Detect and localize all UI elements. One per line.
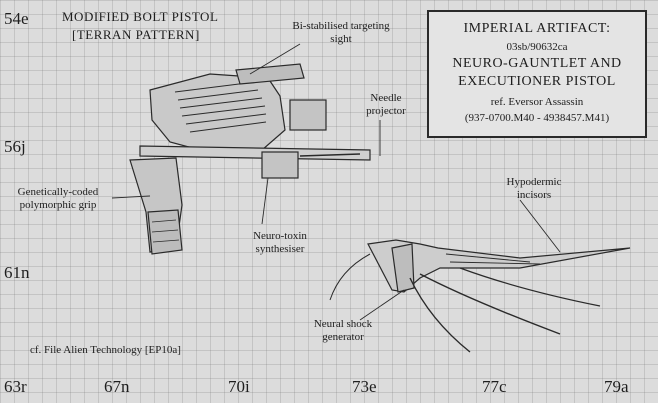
grid-ref-y2: 56j xyxy=(4,137,26,156)
label-targeting-sight: Bi-stabilised targeting sight xyxy=(292,20,390,46)
pistol-subtitle: [TERRAN PATTERN] xyxy=(72,27,200,42)
artifact-info-box: IMPERIAL ARTIFACT: 03sb/90632ca NEURO-GA… xyxy=(427,10,647,138)
grid-ref-x6: 79a xyxy=(604,377,629,396)
artifact-heading: IMPERIAL ARTIFACT: xyxy=(463,21,611,36)
artifact-date-range: (937-0700.M40 - 4938457.M41) xyxy=(464,112,610,124)
label-needle-projector: Needle projector xyxy=(366,92,406,118)
grid-ref-x1: 63r xyxy=(4,377,27,396)
grid-ref-x4: 73e xyxy=(352,377,377,396)
grid-ref-y1: 54e xyxy=(4,9,29,28)
neuro-gauntlet-drawing xyxy=(329,239,631,353)
label-neural-shock: Neural shock generator xyxy=(313,318,373,344)
grid-ref-x3: 70i xyxy=(228,377,250,396)
label-hypodermic-incisors: Hypodermic incisors xyxy=(506,176,562,202)
artifact-name-line1: NEURO-GAUNTLET AND xyxy=(452,56,622,71)
artifact-reference: ref. Eversor Assassin xyxy=(490,96,584,108)
label-neuro-toxin: Neuro-toxin synthesiser xyxy=(253,230,307,256)
grid-ref-x5: 77c xyxy=(482,377,507,396)
bolt-pistol-drawing xyxy=(129,63,371,255)
grid-ref-y3: 61n xyxy=(4,263,30,282)
artifact-name-line2: EXECUTIONER PISTOL xyxy=(458,74,616,89)
artifact-code: 03sb/90632ca xyxy=(506,41,568,53)
label-polymorphic-grip: Genetically-coded polymorphic grip xyxy=(17,186,99,212)
pistol-title: MODIFIED BOLT PISTOL xyxy=(62,9,219,24)
alien-tech-reference: cf. File Alien Technology [EP10a] xyxy=(30,344,181,356)
grid-ref-x2: 67n xyxy=(104,377,130,396)
leader-lines xyxy=(111,43,561,321)
